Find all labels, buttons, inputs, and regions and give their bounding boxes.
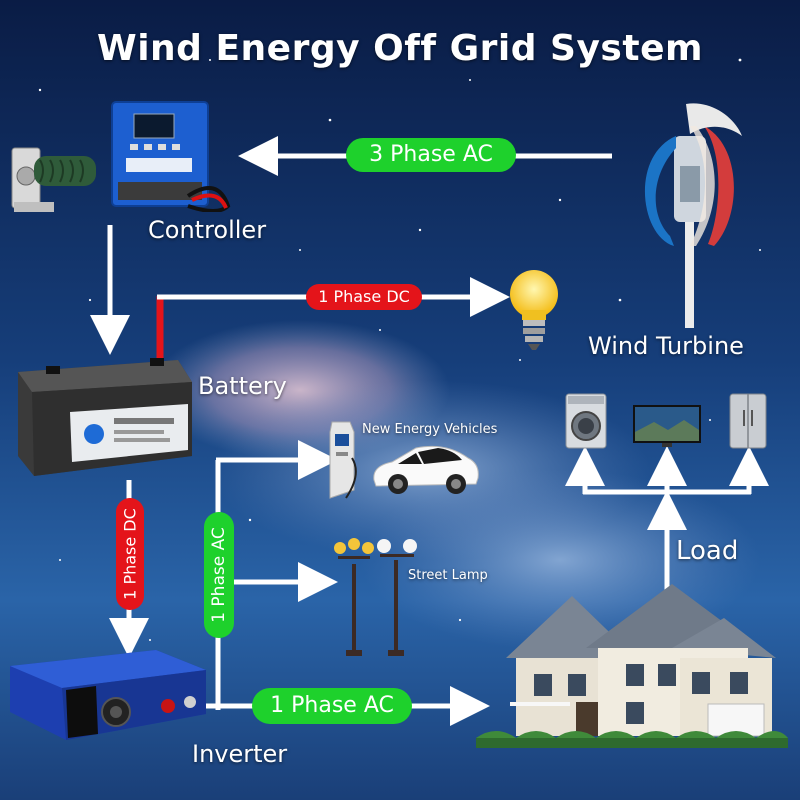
washing-machine-icon	[565, 393, 607, 449]
street-lamp-icon	[334, 538, 417, 656]
battery-label: Battery	[198, 372, 287, 400]
street-lamp-label: Street Lamp	[408, 568, 488, 583]
charge-controller-icon	[111, 101, 231, 212]
page-title: Wind Energy Off Grid System	[96, 28, 703, 69]
dump-load-resistor-icon	[11, 147, 96, 212]
refrigerator-icon	[729, 393, 767, 449]
one-phase-ac-branch-label: 1 Phase AC	[204, 512, 234, 638]
controller-label: Controller	[148, 216, 267, 244]
one-phase-ac-house-label: 1 Phase AC	[252, 688, 412, 724]
inverter-icon	[10, 650, 206, 740]
battery-icon	[18, 358, 192, 476]
vertical-wind-turbine-icon	[644, 103, 742, 328]
light-bulb-icon	[510, 270, 558, 350]
new-energy-vehicles-label: New Energy Vehicles	[362, 422, 498, 437]
ev-charger-icon	[329, 421, 357, 499]
three-phase-ac-label: 3 Phase AC	[346, 138, 516, 172]
one-phase-dc-inverter-label: 1 Phase DC	[116, 498, 144, 610]
tv-icon	[633, 405, 701, 447]
electric-car-icon	[373, 445, 479, 494]
inverter-label: Inverter	[192, 740, 288, 768]
wind-turbine-label: Wind Turbine	[588, 332, 744, 360]
one-phase-dc-bulb-label: 1 Phase DC	[306, 284, 422, 310]
house-icon	[476, 584, 788, 748]
load-label: Load	[676, 536, 739, 566]
